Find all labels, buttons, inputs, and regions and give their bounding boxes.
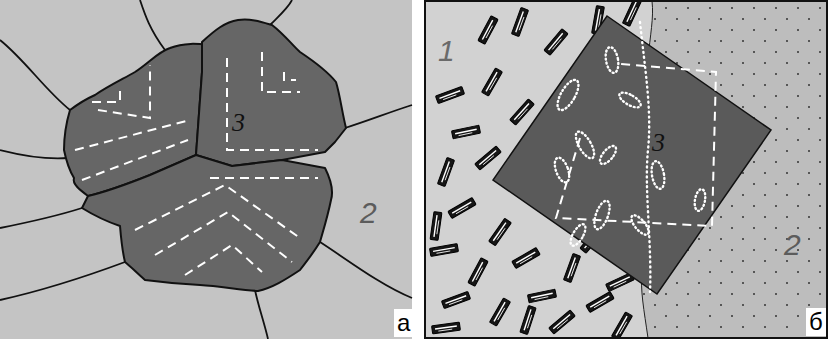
- figure-part: [425, 1, 827, 338]
- figure-part: [604, 46, 620, 74]
- figure-part: [597, 143, 619, 166]
- figure-part: [270, 0, 292, 25]
- figure-part: [552, 156, 572, 185]
- figure-part: [210, 177, 318, 179]
- figure-part: [196, 19, 346, 166]
- figure-part: [135, 185, 300, 238]
- figure-part: [425, 1, 827, 338]
- figure-part: [586, 292, 614, 313]
- figure-part: [82, 155, 332, 291]
- figure-part: [284, 72, 296, 80]
- figure-part: [0, 0, 412, 339]
- figure-part: [430, 212, 442, 241]
- figure-part: [430, 244, 459, 257]
- figure-part: [617, 90, 643, 111]
- figure-part: [432, 322, 461, 334]
- figure-part: [482, 68, 503, 96]
- dark-grains: [64, 19, 346, 291]
- figure-part: [563, 253, 580, 282]
- figure-part: [490, 298, 511, 326]
- boundary-trace: [640, 22, 650, 292]
- figure-part: [553, 77, 582, 113]
- figure-part: [622, 0, 641, 26]
- figure-part: [650, 160, 667, 190]
- panel-letter: б: [806, 308, 826, 336]
- ghost-crystals: [552, 46, 707, 248]
- figure-part: [345, 105, 412, 128]
- figure-part: [0, 262, 125, 300]
- figure-part: [544, 29, 568, 56]
- figure-part: [527, 289, 556, 303]
- grain-number: 3: [652, 130, 665, 156]
- twin-lines: [75, 52, 318, 275]
- figure-part: [693, 188, 707, 211]
- figure-part: [0, 150, 68, 158]
- figure-part: [435, 86, 464, 103]
- figure-part: [512, 248, 540, 269]
- panel-a: [0, 0, 412, 339]
- figure-part: [568, 222, 589, 248]
- figure-part: [520, 305, 536, 334]
- figure-part: [468, 258, 488, 286]
- figure-part: [0, 40, 70, 110]
- figure-part: [475, 146, 502, 170]
- panel-letter: а: [394, 309, 413, 337]
- figure-part: [441, 291, 470, 308]
- figure-part: [255, 290, 268, 339]
- region-number: 2: [784, 230, 801, 260]
- figure-part: [227, 58, 318, 150]
- twin-outline: [556, 64, 716, 226]
- figure-part: [451, 125, 480, 139]
- figure-part: [98, 65, 150, 118]
- figure-part: [612, 312, 633, 339]
- grain-number: 3: [232, 110, 245, 136]
- figure-part: [0, 208, 82, 228]
- figure-part: [591, 199, 613, 231]
- figure-part: [489, 218, 512, 246]
- figure-part: [185, 245, 262, 275]
- figure-part: [549, 310, 576, 334]
- figure-part: [511, 7, 528, 36]
- figure-part: [320, 242, 412, 298]
- figure-part: [572, 129, 597, 161]
- region-number: 1: [438, 36, 455, 66]
- figure-part: [437, 157, 454, 186]
- figure-part: [92, 85, 120, 102]
- figure-part: [510, 99, 535, 125]
- grain-boundaries: [0, 0, 412, 339]
- dark-square: [493, 16, 771, 294]
- figure-part: [155, 212, 292, 262]
- figure-part: [140, 0, 165, 50]
- figure-part: [478, 16, 498, 44]
- figure-part: [448, 198, 476, 219]
- panel-b: [425, 0, 827, 339]
- region-number: 2: [360, 198, 377, 228]
- figure-part: [82, 140, 188, 180]
- figure-part: [262, 52, 300, 92]
